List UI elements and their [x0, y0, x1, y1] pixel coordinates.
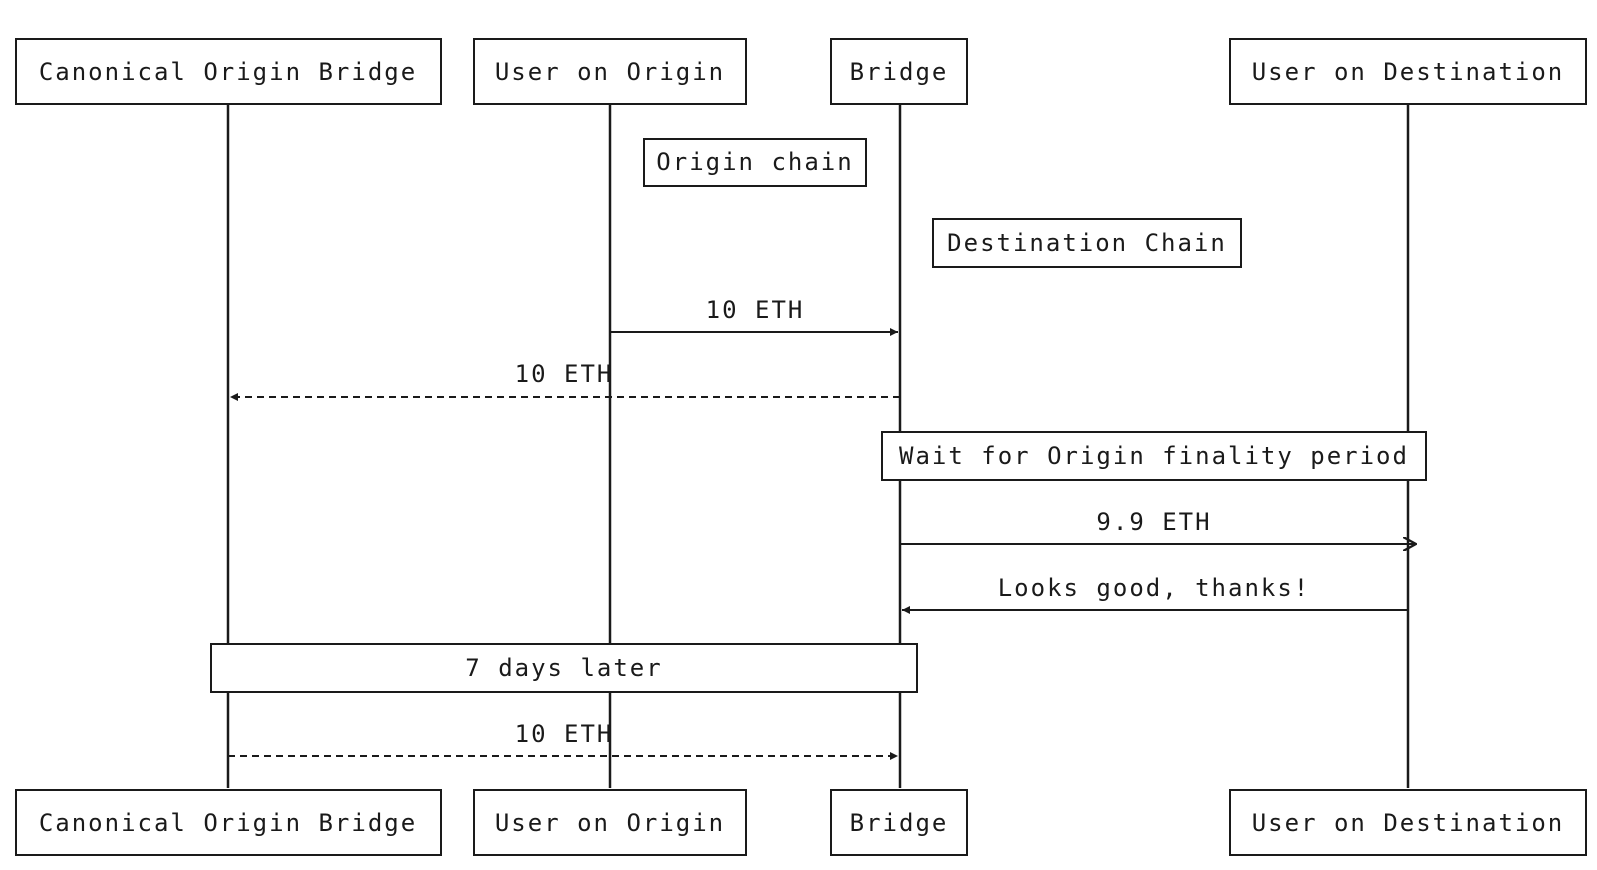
note-label: 7 days later	[465, 654, 662, 682]
note-label: Destination Chain	[947, 229, 1227, 257]
message-label: 9.9 ETH	[1096, 508, 1211, 536]
participant-label: Bridge	[850, 809, 949, 837]
participant-top-canonical-bridge: Canonical Origin Bridge	[15, 38, 442, 105]
note-seven-days-later: 7 days later	[210, 643, 918, 693]
note-label: Wait for Origin finality period	[899, 442, 1409, 470]
message-label: 10 ETH	[515, 360, 614, 388]
participant-bottom-bridge: Bridge	[830, 789, 968, 856]
note-label: Origin chain	[656, 148, 853, 176]
message-bridge-to-user-destination: 9.9 ETH	[900, 508, 1416, 544]
participant-bottom-user-origin: User on Origin	[473, 789, 747, 856]
note-origin-chain: Origin chain	[643, 138, 867, 187]
message-label: 10 ETH	[706, 296, 805, 324]
participant-label: User on Origin	[495, 809, 725, 837]
participant-label: User on Destination	[1252, 809, 1565, 837]
participant-top-bridge: Bridge	[830, 38, 968, 105]
participant-bottom-user-destination: User on Destination	[1229, 789, 1587, 856]
note-destination-chain: Destination Chain	[932, 218, 1242, 268]
message-canonical-to-bridge: 10 ETH	[228, 720, 898, 760]
participant-bottom-canonical-bridge: Canonical Origin Bridge	[15, 789, 442, 856]
participant-label: Canonical Origin Bridge	[39, 809, 417, 837]
participant-top-user-destination: User on Destination	[1229, 38, 1587, 105]
participant-label: User on Destination	[1252, 58, 1565, 86]
message-label: 10 ETH	[515, 720, 614, 748]
participant-label: User on Origin	[495, 58, 725, 86]
participant-top-user-origin: User on Origin	[473, 38, 747, 105]
participant-label: Bridge	[850, 58, 949, 86]
message-user-destination-reply: Looks good, thanks!	[902, 574, 1408, 614]
message-user-to-bridge: 10 ETH	[610, 296, 898, 336]
participant-label: Canonical Origin Bridge	[39, 58, 417, 86]
note-wait-finality: Wait for Origin finality period	[881, 431, 1427, 481]
message-label: Looks good, thanks!	[998, 574, 1311, 602]
message-bridge-to-canonical: 10 ETH	[230, 360, 900, 401]
